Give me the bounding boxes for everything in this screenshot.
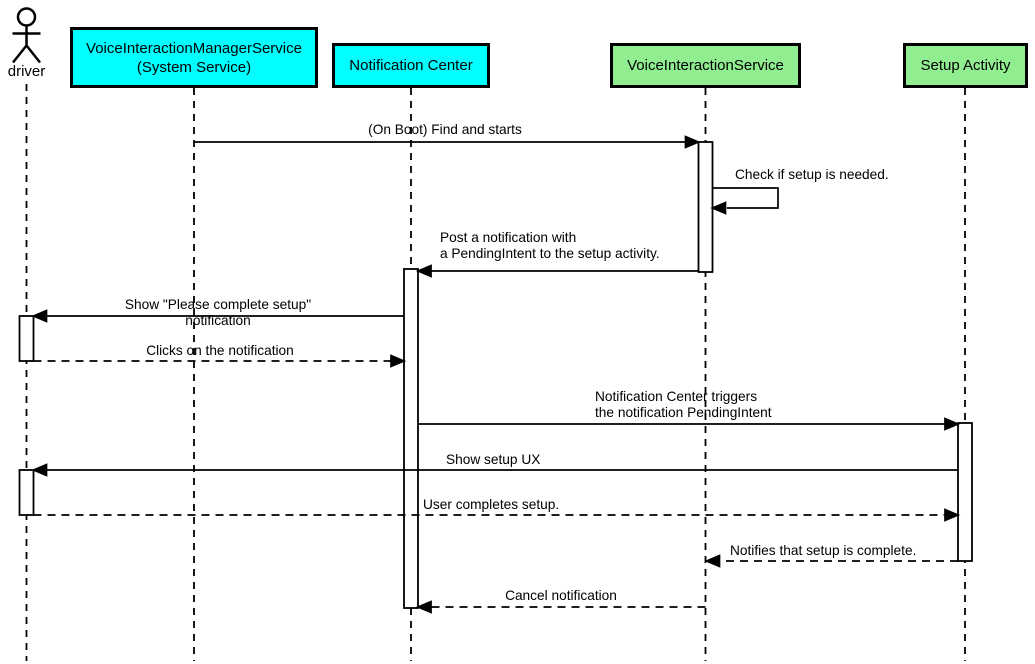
actor-right-leg bbox=[25, 44, 41, 64]
arrowhead-icon bbox=[415, 600, 432, 614]
arrow-notification-center-triggers-pendingintent bbox=[418, 417, 961, 431]
actor-label-driver: driver bbox=[7, 63, 46, 80]
arrowhead-icon bbox=[704, 554, 721, 568]
arrowhead-icon bbox=[710, 201, 727, 215]
actor-stick-figure-icon bbox=[12, 7, 41, 64]
message-label-check-if-setup-is-needed: Check if setup is needed. bbox=[735, 167, 889, 182]
message-label-notifies-setup-complete: Notifies that setup is complete. bbox=[730, 543, 917, 558]
arrow-check-if-setup-is-needed bbox=[710, 187, 779, 215]
arrow-on-boot-find-and-starts bbox=[194, 135, 701, 149]
activation-bar-notification-center bbox=[403, 268, 419, 609]
message-label-clicks-on-the-notification: Clicks on the notification bbox=[146, 343, 294, 358]
participant-notification-center: Notification Center bbox=[332, 43, 490, 88]
actor-left-leg bbox=[12, 44, 28, 64]
arrow-user-completes-setup bbox=[33, 508, 961, 522]
message-label-user-completes-setup: User completes setup. bbox=[423, 497, 560, 512]
participant-setup-activity: Setup Activity bbox=[903, 43, 1028, 88]
activation-bar-driver-1 bbox=[18, 315, 35, 362]
arrowhead-icon bbox=[944, 508, 961, 522]
message-label-notification-center-triggers-pendingintent: Notification Center triggers the notific… bbox=[595, 389, 772, 420]
arrow-clicks-on-the-notification bbox=[33, 354, 407, 368]
actor-head bbox=[16, 7, 37, 27]
arrowhead-icon bbox=[390, 354, 407, 368]
activation-bars-group bbox=[18, 141, 973, 609]
message-arrows-group bbox=[31, 135, 961, 614]
message-label-show-setup-ux: Show setup UX bbox=[446, 452, 541, 467]
arrowhead-icon bbox=[684, 135, 701, 149]
activation-bar-setup-activity bbox=[957, 422, 973, 562]
participant-voice-interaction-service: VoiceInteractionService bbox=[610, 43, 801, 88]
arrow-post-a-notification bbox=[415, 264, 699, 278]
activation-bar-driver-2 bbox=[18, 469, 35, 516]
arrow-show-setup-ux bbox=[31, 463, 958, 477]
arrow-cancel-notification bbox=[415, 600, 706, 614]
activation-bar-voice-interaction-service bbox=[697, 141, 714, 273]
arrow-show-please-complete-setup-notification bbox=[31, 309, 404, 323]
arrowhead-icon bbox=[944, 417, 961, 431]
participant-voice-interaction-manager-service: VoiceInteractionManagerService (System S… bbox=[70, 27, 318, 88]
message-label-cancel-notification: Cancel notification bbox=[505, 588, 617, 603]
arrowhead-icon bbox=[415, 264, 432, 278]
message-label-post-a-notification: Post a notification with a PendingIntent… bbox=[440, 230, 660, 261]
arrowhead-icon bbox=[31, 463, 48, 477]
arrowhead-icon bbox=[31, 309, 48, 323]
arrow-notifies-setup-complete bbox=[704, 554, 958, 568]
message-label-show-please-complete-setup-notification: Show "Please complete setup" notificatio… bbox=[124, 297, 312, 328]
message-label-on-boot-find-and-starts: (On Boot) Find and starts bbox=[368, 122, 522, 137]
